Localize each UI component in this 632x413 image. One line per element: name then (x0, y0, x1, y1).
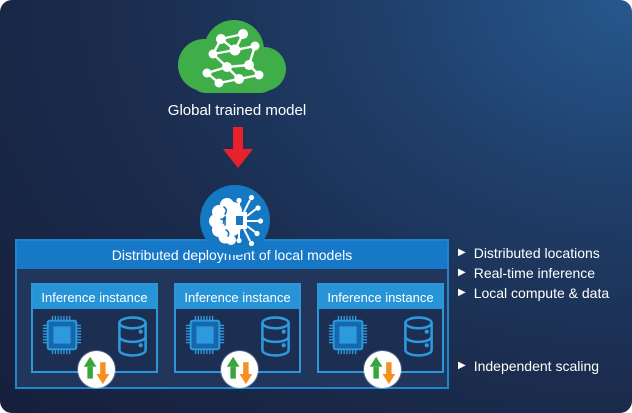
brain-chip-icon (209, 194, 264, 247)
feature-list-top: ▶ Distributed locations ▶ Real-time infe… (458, 243, 609, 303)
up-down-arrows-icon (83, 356, 110, 385)
triangle-bullet-icon: ▶ (458, 267, 466, 278)
scaling-icon (78, 351, 115, 388)
up-down-arrows-icon (369, 356, 396, 385)
inference-instance-card: Inference instance (317, 283, 444, 388)
instance-label: Inference instance (327, 289, 434, 305)
feature-label: Independent scaling (473, 358, 600, 374)
cpu-chip-icon (328, 315, 368, 355)
instance-header: Inference instance (319, 285, 442, 309)
inference-instance-card: Inference instance (31, 283, 158, 388)
cpu-chip-icon (42, 315, 82, 355)
local-model-circle (200, 185, 270, 255)
triangle-bullet-icon: ▶ (458, 360, 466, 371)
triangle-bullet-icon: ▶ (458, 247, 466, 258)
database-icon (261, 316, 290, 357)
feature-list-bottom: ▶ Independent scaling (458, 356, 599, 376)
deployment-title: Distributed deployment of local models (111, 247, 353, 263)
cpu-chip-icon (185, 315, 225, 355)
instance-label: Inference instance (184, 289, 291, 305)
feature-item: ▶ Distributed locations (458, 243, 609, 263)
feature-item: ▶ Independent scaling (458, 356, 599, 376)
up-down-arrows-icon (226, 356, 253, 385)
scaling-icon (221, 351, 258, 388)
cloud-label: Global trained model (167, 102, 307, 119)
database-icon (404, 316, 433, 357)
instance-header: Inference instance (33, 285, 156, 309)
red-down-arrow-icon (223, 127, 253, 168)
instance-header: Inference instance (176, 285, 299, 309)
inference-instance-card: Inference instance (174, 283, 301, 388)
feature-label: Distributed locations (473, 245, 600, 261)
triangle-bullet-icon: ▶ (458, 287, 466, 298)
feature-item: ▶ Real-time inference (458, 263, 609, 283)
instance-label: Inference instance (41, 289, 148, 305)
deployment-panel: Distributed deployment of local models I… (15, 239, 449, 389)
feature-item: ▶ Local compute & data (458, 283, 609, 303)
feature-label: Real-time inference (473, 265, 596, 281)
feature-label: Local compute & data (473, 285, 610, 301)
scaling-icon (364, 351, 401, 388)
database-icon (118, 316, 147, 357)
cloud-network-icon (178, 20, 286, 93)
